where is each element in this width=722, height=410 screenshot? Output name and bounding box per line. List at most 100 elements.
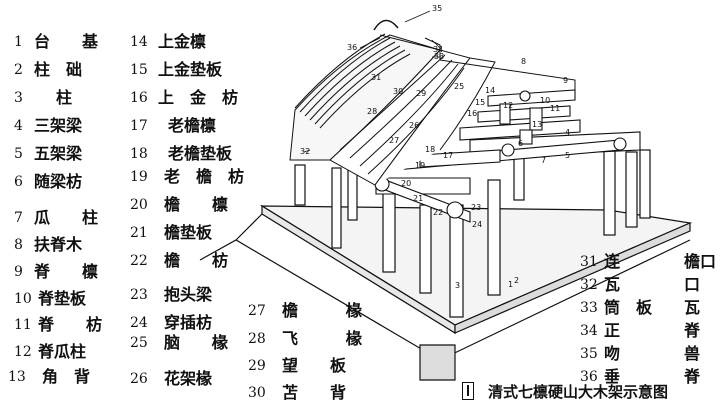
legend-item: 35 吻 兽 (580, 342, 720, 366)
legend-number: 31 (580, 254, 598, 270)
legend-label: 脑 椽 (164, 333, 229, 352)
legend-label: 随梁枋 (34, 172, 83, 191)
legend-label: 瓦 口 (604, 275, 701, 294)
legend-number: 28 (248, 331, 266, 347)
callout-2: 2 (514, 276, 519, 285)
legend-label: 脊垫板 (38, 289, 87, 308)
legend-label: 上金檩 (158, 32, 207, 51)
legend-label: 老檐垫板 (168, 144, 233, 163)
legend-item: 34 正 脊 (580, 319, 720, 343)
legend-label: 花架椽 (164, 369, 213, 388)
legend-number: 34 (580, 323, 598, 339)
callout-23: 23 (471, 203, 481, 212)
legend-number: 11 (14, 317, 32, 333)
legend-number: 14 (130, 34, 148, 50)
legend-number: 33 (580, 300, 598, 316)
legend-number: 27 (248, 303, 266, 319)
legend-number: 15 (130, 62, 148, 78)
legend-number: 4 (14, 118, 23, 134)
callout-18: 18 (425, 145, 435, 154)
legend-label: 连 檐口 (604, 252, 717, 271)
legend-label: 上金垫板 (158, 60, 223, 79)
legend-number: 30 (248, 385, 266, 401)
callout-11: 11 (550, 104, 560, 113)
callout-28: 28 (367, 107, 377, 116)
legend-number: 8 (14, 237, 23, 253)
legend-item: 8 扶脊木 (14, 233, 124, 257)
legend-number: 24 (130, 315, 148, 331)
columns (294, 137, 651, 318)
callout-14: 14 (485, 86, 495, 95)
figure-marker-icon (462, 382, 474, 400)
legend-number: 16 (130, 90, 148, 106)
legend-item: 6 随梁枋 (14, 170, 124, 194)
legend-item: 7 瓜 柱 (14, 206, 124, 230)
legend-item: 28 飞 椽 (248, 327, 418, 351)
legend-number: 23 (130, 287, 148, 303)
legend-number: 6 (14, 174, 23, 190)
legend-number: 9 (14, 264, 23, 280)
legend-item: 4 三架梁 (14, 114, 124, 138)
legend-item: 14 上金檩 (130, 30, 270, 54)
legend-number: 13 (8, 369, 26, 385)
legend-label: 穿插枋 (164, 313, 213, 332)
legend-label: 脊 枋 (38, 315, 103, 334)
legend-label: 柱 础 (34, 60, 83, 79)
legend-label: 柱 (56, 88, 73, 107)
legend-number: 17 (130, 118, 148, 134)
legend-label: 瓜 柱 (34, 208, 99, 227)
legend-label: 五架梁 (34, 144, 83, 163)
callout-6: 6 (518, 139, 523, 148)
legend-item: 25 脑 椽 (130, 331, 270, 355)
legend-number: 7 (14, 210, 23, 226)
legend-number: 29 (248, 358, 266, 374)
legend-item: 27 檐 椽 (248, 299, 418, 323)
callout-9: 9 (563, 76, 568, 85)
callout-22: 22 (433, 208, 443, 217)
legend-number: 26 (130, 371, 148, 387)
legend-item: 17 老檐檩 (130, 114, 270, 138)
callout-29: 29 (416, 89, 426, 98)
legend-label: 正 脊 (604, 321, 701, 340)
beams (374, 89, 641, 223)
legend-item: 19 老 檐 枋 (130, 165, 270, 189)
legend-number: 36 (580, 369, 598, 385)
callout-8: 8 (521, 57, 526, 66)
legend-label: 望 板 (282, 356, 347, 375)
legend-number: 5 (14, 146, 23, 162)
legend-label: 上 金 枋 (158, 88, 239, 107)
callout-17: 17 (443, 151, 453, 160)
legend-item: 30 苫 背 (248, 381, 418, 405)
legend-item: 36 垂 脊 (580, 365, 720, 389)
legend-label: 扶脊木 (34, 235, 83, 254)
callout-3: 3 (455, 281, 460, 290)
legend-label: 三架梁 (34, 116, 83, 135)
callout-24: 24 (472, 220, 482, 229)
callout-21: 21 (413, 194, 423, 203)
legend-label: 角 背 (42, 367, 91, 386)
callout-5: 5 (565, 151, 570, 160)
legend-item: 31 连 檐口 (580, 250, 720, 274)
callout-36: 36 (347, 43, 357, 52)
legend-label: 抱头梁 (164, 285, 213, 304)
legend-item: 5 五架梁 (14, 142, 124, 166)
legend-label: 苫 背 (282, 383, 347, 402)
callout-20: 20 (401, 179, 411, 188)
callout-30: 30 (393, 87, 403, 96)
callout-13: 13 (532, 120, 542, 129)
legend-item: 18 老檐垫板 (130, 142, 270, 166)
legend-item: 13 角 背 (8, 365, 124, 389)
legend-label: 吻 兽 (604, 344, 701, 363)
legend-item: 22 檐 枋 (130, 249, 270, 273)
legend-item: 23 抱头梁 (130, 283, 270, 307)
legend-item: 24 穿插枋 (130, 311, 270, 335)
legend-item: 1 台 基 (14, 30, 124, 54)
legend-label: 檐 枋 (164, 251, 229, 270)
legend-number: 18 (130, 146, 148, 162)
legend-number: 12 (14, 344, 32, 360)
legend-item: 21 檐垫板 (130, 221, 270, 245)
legend-item: 33 筒 板 瓦 (580, 296, 720, 320)
legend-item: 11 脊 枋 (14, 313, 124, 337)
legend-label: 老 檐 枋 (164, 167, 245, 186)
